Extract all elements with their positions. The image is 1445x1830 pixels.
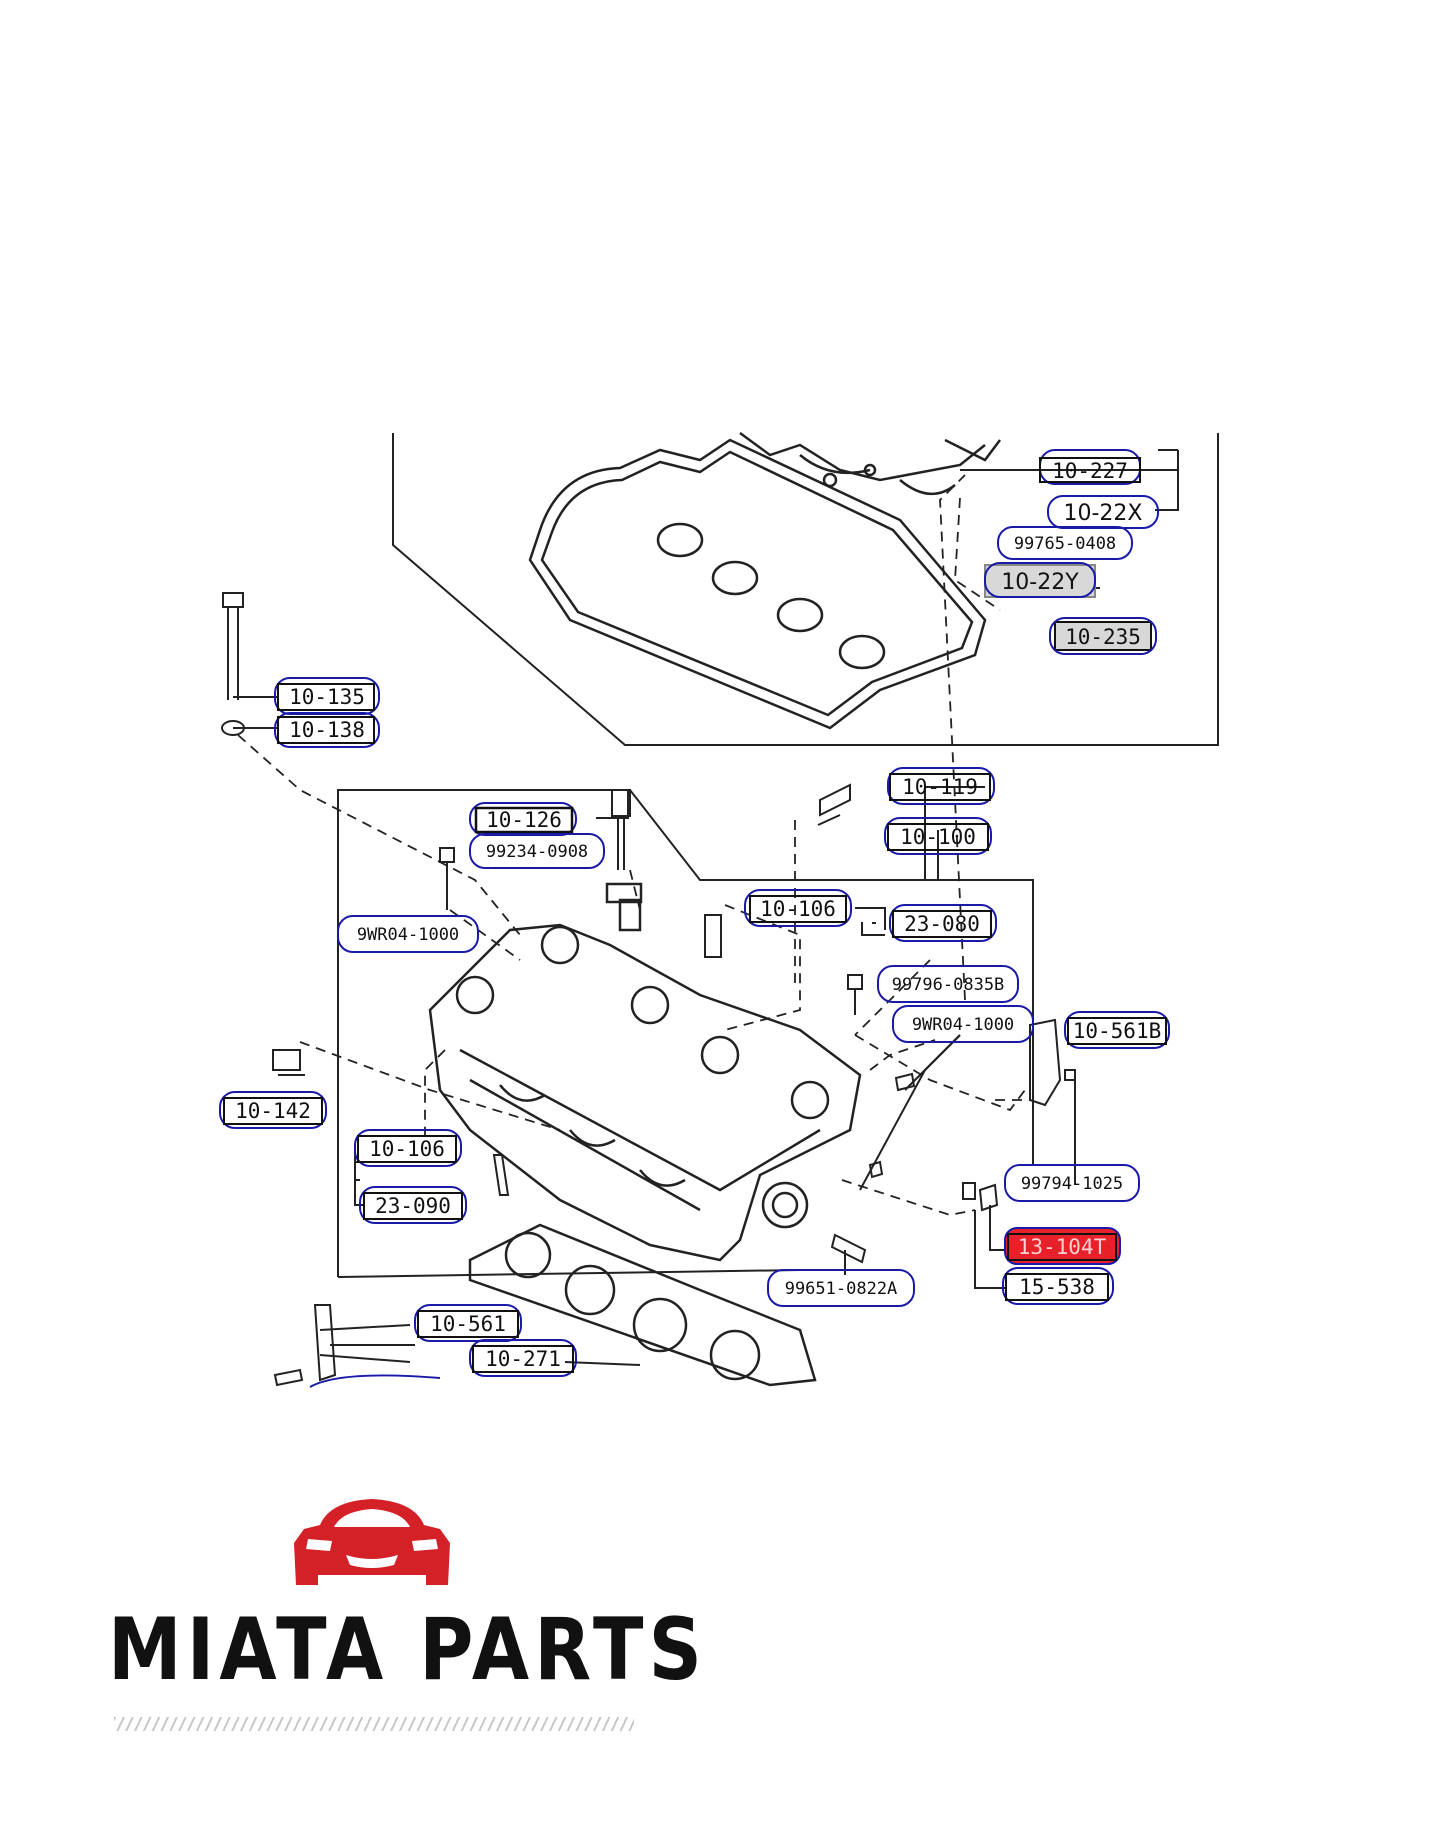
brand-underline-decoration: [114, 1717, 634, 1731]
svg-text:9WR04-1000: 9WR04-1000: [912, 1015, 1014, 1035]
svg-text:10-271: 10-271: [485, 1347, 561, 1371]
svg-text:10-235: 10-235: [1065, 625, 1141, 649]
svg-text:10-106: 10-106: [369, 1137, 445, 1161]
svg-text:99794-1025: 99794-1025: [1021, 1174, 1123, 1194]
svg-text:99651-0822A: 99651-0822A: [785, 1279, 898, 1299]
label-23-090[interactable]: 23-090: [359, 1186, 467, 1224]
label-10-271[interactable]: 10-271: [469, 1339, 577, 1377]
svg-text:9WR04-1000: 9WR04-1000: [357, 925, 459, 945]
label-13-104T-highlighted[interactable]: 13-104T: [1004, 1227, 1121, 1265]
part-labels: 10-227 10-22X 99765-0408 10-22Y 10-235: [219, 449, 1170, 1388]
brand-block: MIATA PARTS: [108, 1495, 708, 1731]
svg-text:10-119: 10-119: [902, 775, 978, 799]
label-99765-0408[interactable]: 99765-0408: [997, 526, 1133, 560]
label-9WR04-1000-a[interactable]: 9WR04-1000: [337, 915, 479, 953]
cylinder-head-frame: [337, 789, 1034, 1278]
label-10-561[interactable]: 10-561: [414, 1304, 522, 1342]
label-10-561B[interactable]: 10-561B: [1064, 1011, 1170, 1049]
label-10-142[interactable]: 10-142: [219, 1091, 327, 1129]
svg-text:10-100: 10-100: [900, 825, 976, 849]
svg-text:10-126: 10-126: [486, 808, 562, 832]
label-10-138[interactable]: 10-138: [274, 712, 380, 748]
label-99651-0822A[interactable]: 99651-0822A: [767, 1269, 915, 1307]
svg-text:10-22X: 10-22X: [1064, 501, 1143, 526]
svg-text:10-561B: 10-561B: [1073, 1019, 1162, 1043]
svg-text:10-22Y: 10-22Y: [1001, 570, 1079, 595]
svg-text:10-106: 10-106: [760, 897, 836, 921]
label-10-106-a[interactable]: 10-106: [744, 889, 852, 927]
svg-text:13-104T: 13-104T: [1018, 1235, 1107, 1259]
svg-text:99234-0908: 99234-0908: [486, 842, 588, 862]
dashed-lines: [237, 474, 1030, 1216]
svg-text:10-138: 10-138: [289, 718, 365, 742]
svg-text:99765-0408: 99765-0408: [1014, 534, 1116, 554]
svg-text:10-561: 10-561: [430, 1312, 506, 1336]
svg-text:10-227: 10-227: [1052, 459, 1128, 483]
label-9WR04-1000-b[interactable]: 9WR04-1000: [892, 1005, 1034, 1043]
label-10-135[interactable]: 10-135: [274, 677, 380, 715]
label-10-119[interactable]: 10-119: [887, 767, 995, 805]
label-10-100[interactable]: 10-100: [884, 817, 992, 855]
head-gasket-drawing: [468, 1223, 817, 1387]
cylinder-head-drawing: [428, 882, 862, 1262]
label-99796-0835B[interactable]: 99796-0835B: [877, 965, 1019, 1003]
label-99234-0908[interactable]: 99234-0908: [469, 833, 605, 869]
label-10-126[interactable]: 10-126: [469, 802, 577, 836]
head-bolt-drawing: [221, 592, 245, 736]
valve-cover-gasket-drawing: [528, 431, 1001, 730]
label-99794-1025[interactable]: 99794-1025: [1004, 1164, 1140, 1202]
svg-text:10-135: 10-135: [289, 685, 365, 709]
cropped-label-edge: [309, 1374, 441, 1388]
svg-text:10-142: 10-142: [235, 1099, 311, 1123]
label-10-106-b[interactable]: 10-106: [354, 1129, 462, 1167]
car-front-icon: [294, 1499, 450, 1585]
label-10-22X[interactable]: 10-22X: [1047, 495, 1159, 529]
label-15-538[interactable]: 15-538: [1002, 1267, 1114, 1305]
label-10-227[interactable]: 10-227: [1039, 449, 1141, 485]
small-parts-drawing: [272, 783, 1076, 1387]
svg-text:23-090: 23-090: [375, 1194, 451, 1218]
brand-name: MIATA PARTS: [108, 1600, 708, 1700]
label-10-22Y[interactable]: 10-22Y: [984, 562, 1096, 598]
svg-text:15-538: 15-538: [1019, 1275, 1095, 1299]
label-10-235[interactable]: 10-235: [1049, 617, 1157, 655]
valve-cover-frame: [392, 433, 1219, 746]
label-23-080[interactable]: 23-080: [889, 904, 997, 942]
svg-text:23-080: 23-080: [904, 912, 980, 936]
svg-text:99796-0835B: 99796-0835B: [892, 975, 1005, 995]
